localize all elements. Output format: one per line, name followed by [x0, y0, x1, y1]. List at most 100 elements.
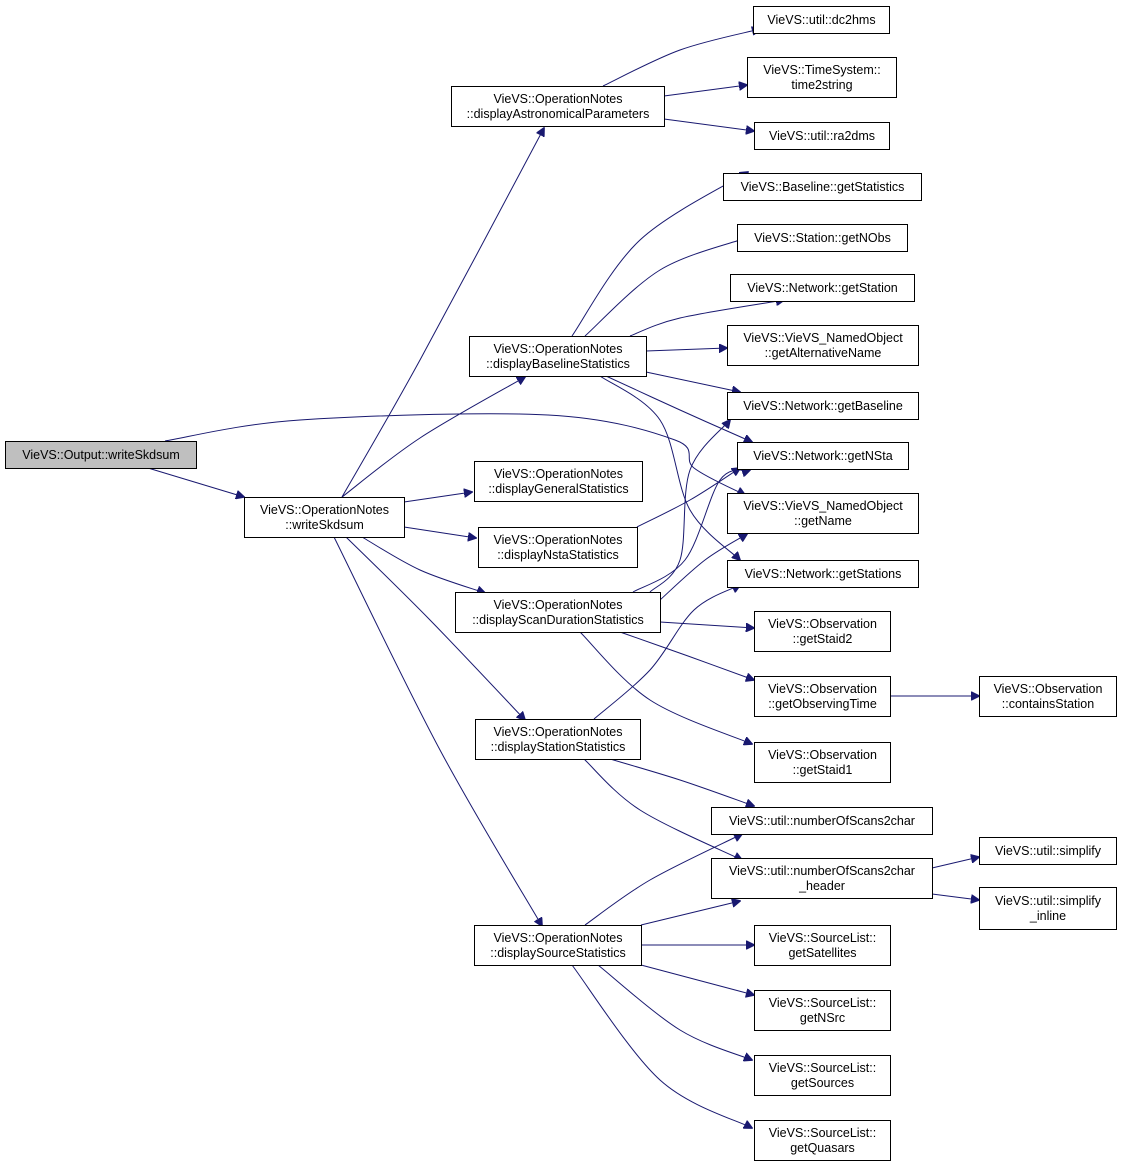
edge-display-station-statistics-to-number-of-scans2char — [609, 758, 754, 806]
node-obs-get-observing-time[interactable]: VieVS::Observation::getObservingTime — [754, 676, 891, 717]
node-label-line: ::displayStationStatistics — [491, 740, 626, 754]
node-obs-get-staid1[interactable]: VieVS::Observation::getStaid1 — [754, 742, 891, 783]
node-util-simplify[interactable]: VieVS::util::simplify — [979, 837, 1117, 865]
node-time2string[interactable]: VieVS::TimeSystem::time2string — [747, 57, 897, 98]
node-label-line: VieVS::Observation — [768, 682, 877, 696]
edge-display-baseline-statistics-to-network-get-station — [629, 300, 784, 337]
edge-output-write-skdsum-to-opnotes-write-skdsum — [147, 467, 244, 497]
node-label-line: VieVS::OperationNotes — [260, 503, 389, 517]
node-box — [727, 325, 919, 366]
node-label-line: VieVS::Network::getNSta — [753, 449, 892, 463]
node-display-astronomical-parameters[interactable]: VieVS::OperationNotes::displayAstronomic… — [451, 86, 665, 127]
edge-display-astronomical-parameters-to-time2string — [663, 85, 747, 97]
node-box — [754, 990, 891, 1031]
node-get-nsrc[interactable]: VieVS::SourceList::getNSrc — [754, 990, 891, 1031]
node-display-station-statistics[interactable]: VieVS::OperationNotes::displayStationSta… — [475, 719, 641, 760]
node-output-write-skdsum[interactable]: VieVS::Output::writeSkdsum — [5, 441, 197, 469]
edge-display-scan-duration-statistics-to-namedobject-get-name — [659, 534, 747, 601]
edge-number-of-scans2char-header-to-util-simplify — [931, 857, 979, 869]
node-display-nsta-statistics[interactable]: VieVS::OperationNotes::displayNstaStatis… — [478, 527, 638, 568]
node-box — [754, 1120, 891, 1161]
node-baseline-get-statistics[interactable]: VieVS::Baseline::getStatistics — [723, 173, 922, 201]
edge-number-of-scans2char-header-to-util-simplify-inline — [931, 893, 979, 900]
node-display-general-statistics[interactable]: VieVS::OperationNotes::displayGeneralSta… — [474, 461, 643, 502]
node-box — [478, 527, 638, 568]
node-label-line: VieVS::OperationNotes — [493, 598, 622, 612]
node-box — [754, 122, 890, 150]
node-label-line: VieVS::SourceList:: — [769, 996, 876, 1010]
edge-display-scan-duration-statistics-to-network-get-baseline — [649, 420, 730, 593]
node-label-line: ::getStaid2 — [793, 632, 853, 646]
edge-display-source-statistics-to-get-quasars — [571, 964, 752, 1128]
node-opnotes-write-skdsum[interactable]: VieVS::OperationNotes::writeSkdsum — [244, 497, 405, 538]
node-network-get-station[interactable]: VieVS::Network::getStation — [730, 274, 915, 302]
node-label-line: ::displayAstronomicalParameters — [467, 107, 650, 121]
node-label-line: VieVS::SourceList:: — [769, 1126, 876, 1140]
node-box — [455, 592, 661, 633]
node-display-scan-duration-statistics[interactable]: VieVS::OperationNotes::displayScanDurati… — [455, 592, 661, 633]
node-label-line: ::getStaid1 — [793, 763, 853, 777]
node-box — [451, 86, 665, 127]
node-label-line: ::getName — [794, 514, 852, 528]
node-get-alternative-name[interactable]: VieVS::VieVS_NamedObject::getAlternative… — [727, 325, 919, 366]
node-box — [979, 837, 1117, 865]
node-label-line: ::getObservingTime — [768, 697, 877, 711]
node-get-satellites[interactable]: VieVS::SourceList::getSatellites — [754, 925, 891, 966]
edge-opnotes-write-skdsum-to-display-general-statistics — [403, 492, 472, 503]
node-number-of-scans2char-header[interactable]: VieVS::util::numberOfScans2char_header — [711, 858, 933, 899]
node-label-line: VieVS::OperationNotes — [493, 725, 622, 739]
node-network-get-nsta[interactable]: VieVS::Network::getNSta — [737, 442, 909, 470]
edges-layer — [147, 29, 979, 1128]
node-label-line: VieVS::util::ra2dms — [769, 129, 875, 143]
node-obs-contains-station[interactable]: VieVS::Observation::containsStation — [979, 676, 1117, 717]
node-box — [474, 925, 642, 966]
node-label-line: VieVS::Network::getBaseline — [743, 399, 903, 413]
node-label-line: VieVS::Observation — [768, 748, 877, 762]
edge-opnotes-write-skdsum-to-display-scan-duration-statistics — [361, 536, 485, 593]
edge-display-astronomical-parameters-to-dc2hms — [602, 29, 760, 87]
node-obs-get-staid2[interactable]: VieVS::Observation::getStaid2 — [754, 611, 891, 652]
edge-output-write-skdsum-to-namedobject-get-name — [164, 413, 745, 495]
node-ra2dms[interactable]: VieVS::util::ra2dms — [754, 122, 890, 150]
node-display-source-statistics[interactable]: VieVS::OperationNotes::displaySourceStat… — [474, 925, 642, 966]
edge-display-baseline-statistics-to-network-get-baseline — [645, 371, 740, 392]
node-box — [754, 1055, 891, 1096]
node-dc2hms[interactable]: VieVS::util::dc2hms — [753, 6, 890, 34]
node-box — [754, 676, 891, 717]
node-get-quasars[interactable]: VieVS::SourceList::getQuasars — [754, 1120, 891, 1161]
node-box — [747, 57, 897, 98]
node-box — [754, 742, 891, 783]
node-util-simplify-inline[interactable]: VieVS::util::simplify_inline — [979, 887, 1117, 930]
node-get-sources[interactable]: VieVS::SourceList::getSources — [754, 1055, 891, 1096]
edge-display-baseline-statistics-to-baseline-get-statistics — [571, 172, 748, 337]
node-network-get-stations[interactable]: VieVS::Network::getStations — [727, 560, 919, 588]
node-box — [737, 442, 909, 470]
node-label-line: _header — [798, 879, 845, 893]
node-box — [727, 493, 919, 534]
node-number-of-scans2char[interactable]: VieVS::util::numberOfScans2char — [711, 807, 933, 835]
node-label-line: ::containsStation — [1002, 697, 1094, 711]
node-label-line: VieVS::OperationNotes — [493, 92, 622, 106]
node-network-get-baseline[interactable]: VieVS::Network::getBaseline — [727, 392, 919, 420]
node-box — [979, 676, 1117, 717]
node-display-baseline-statistics[interactable]: VieVS::OperationNotes::displayBaselineSt… — [469, 336, 647, 377]
node-box — [474, 461, 643, 502]
node-label-line: VieVS::OperationNotes — [493, 342, 622, 356]
edge-display-source-statistics-to-number-of-scans2char — [584, 834, 742, 926]
node-namedobject-get-name[interactable]: VieVS::VieVS_NamedObject::getName — [727, 493, 919, 534]
node-label-line: _inline — [1029, 909, 1066, 923]
edge-display-scan-duration-statistics-to-network-get-nsta — [632, 470, 750, 593]
edge-opnotes-write-skdsum-to-display-source-statistics — [333, 536, 542, 926]
node-box — [723, 173, 922, 201]
node-label-line: VieVS::Baseline::getStatistics — [741, 180, 905, 194]
node-label-line: VieVS::SourceList:: — [769, 931, 876, 945]
edge-display-baseline-statistics-to-get-alternative-name — [645, 348, 727, 351]
node-label-line: VieVS::Network::getStation — [747, 281, 898, 295]
node-label-line: getSatellites — [788, 946, 856, 960]
node-label-line: VieVS::OperationNotes — [494, 467, 623, 481]
node-station-get-nobs[interactable]: VieVS::Station::getNObs — [737, 224, 908, 252]
node-box — [979, 887, 1117, 930]
node-label-line: ::writeSkdsum — [285, 518, 364, 532]
edge-display-scan-duration-statistics-to-obs-get-observing-time — [619, 631, 754, 680]
node-box — [475, 719, 641, 760]
